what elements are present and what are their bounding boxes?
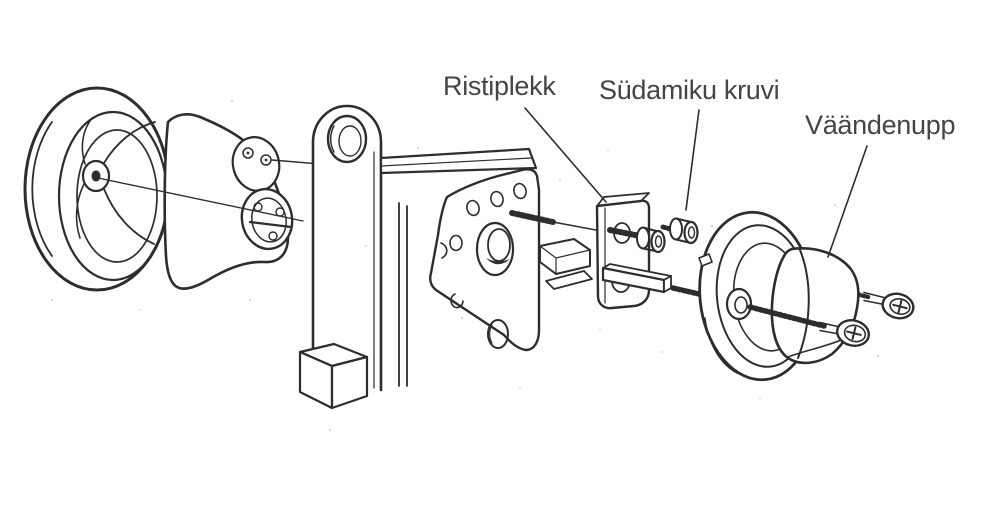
latch-case-rail <box>379 147 538 175</box>
ristiplekk-leader-line <box>524 107 607 203</box>
lock-body-plate <box>429 168 541 352</box>
label-sudamiku-kruvi: Südamiku kruvi <box>599 75 779 105</box>
lock-cylinder <box>163 112 294 290</box>
label-leader-lines <box>524 107 868 258</box>
label-vaandenupp: Väändenupp <box>805 110 955 140</box>
mounting-screw-front <box>747 304 871 347</box>
cross-plate <box>595 192 651 310</box>
strap-base-block <box>298 342 369 410</box>
mounting-strap <box>311 104 383 392</box>
sudamiku-kruvi-leader-line <box>685 109 700 211</box>
door-edge-lines <box>398 202 408 387</box>
vaandenupp-leader-line <box>827 145 868 258</box>
thumb-turn <box>770 247 860 365</box>
latch-retractor <box>509 210 613 290</box>
scan-speckles <box>51 100 879 431</box>
label-ristiplekk: Ristiplekk <box>443 71 556 101</box>
part-labels: Ristiplekk Südamiku kruvi Väändenupp <box>443 71 955 140</box>
core-screws <box>607 217 699 254</box>
